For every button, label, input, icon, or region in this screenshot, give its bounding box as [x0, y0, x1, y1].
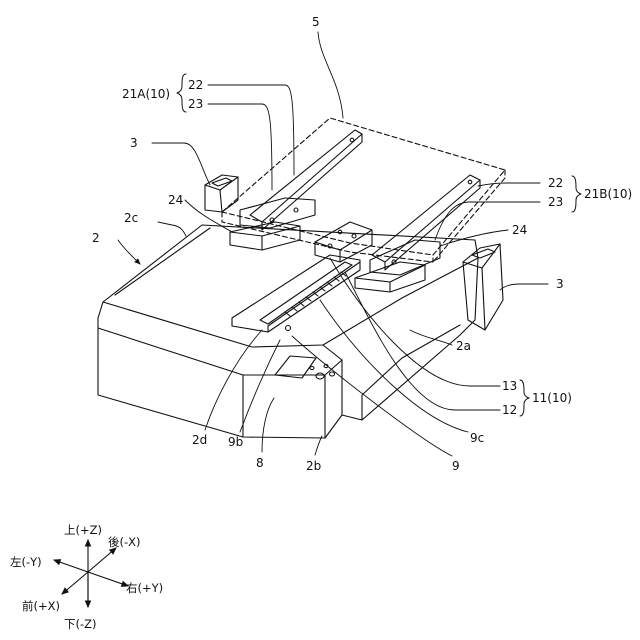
right-column-3 — [463, 244, 503, 330]
right-column-slot — [472, 249, 495, 258]
axis-label-down: 下(-Z) — [64, 617, 97, 631]
leader-9b — [240, 340, 280, 432]
label-9: 9 — [452, 459, 460, 473]
bolt — [350, 138, 354, 142]
axis-label-up: 上(+Z) — [64, 523, 102, 537]
label-9c: 9c — [470, 431, 484, 445]
axis-label-left: 左(-Y) — [10, 555, 42, 569]
label-2a: 2a — [456, 339, 471, 353]
panel-button — [330, 372, 335, 376]
right-column-edge — [482, 268, 485, 330]
panel-button — [316, 373, 324, 379]
axis-labels: 上(+Z) 後(-X) 左(-Y) 右(+Y) 前(+X) 下(-Z) — [10, 523, 163, 631]
leader-2d — [205, 330, 262, 430]
label-5: 5 — [312, 15, 320, 29]
rail-22-right-side — [385, 180, 480, 270]
rail-end-knob — [286, 326, 291, 331]
left-column-3 — [205, 175, 238, 212]
label-11: 11(10) — [532, 391, 572, 405]
leader-3a — [152, 143, 210, 185]
label-22-right: 22 — [548, 176, 563, 190]
axis-label-right: 右(+Y) — [126, 581, 163, 595]
label-23-top: 23 — [188, 97, 203, 111]
bolt — [294, 208, 298, 212]
axis-right — [88, 572, 128, 586]
leader-2b — [315, 436, 322, 455]
axis-front — [62, 572, 88, 594]
panel-button — [310, 366, 314, 369]
leader-5 — [318, 32, 343, 118]
top-plate-edge — [115, 228, 210, 295]
label-9b: 9b — [228, 435, 243, 449]
label-3-right: 3 — [556, 277, 564, 291]
front-face-2b — [98, 328, 342, 438]
clamp-21B — [355, 175, 480, 292]
label-2: 2 — [92, 231, 100, 245]
bracket-11 — [520, 380, 529, 416]
left-column-top — [205, 177, 238, 190]
base-left-edge — [98, 302, 103, 328]
leader-8 — [262, 398, 274, 452]
workpiece-outline — [222, 118, 505, 255]
right-face-inner — [362, 325, 460, 420]
label-2d: 2d — [192, 433, 207, 447]
base-housing — [98, 225, 478, 438]
label-13: 13 — [502, 379, 517, 393]
label-8: 8 — [256, 456, 264, 470]
rail-plate — [232, 255, 360, 332]
leader-22a — [208, 85, 294, 175]
leader-3b — [500, 284, 548, 290]
label-2b: 2b — [306, 459, 321, 473]
label-24-right: 24 — [512, 223, 527, 237]
label-23-right: 23 — [548, 195, 563, 209]
bolt — [338, 230, 342, 234]
rail-front-edge — [268, 262, 360, 332]
slide-rail-9 — [232, 255, 360, 332]
axis-label-front: 前(+X) — [22, 599, 60, 613]
block-23-left — [240, 198, 315, 228]
bracket-21A — [177, 74, 186, 112]
bolt — [352, 234, 356, 238]
leader-22b — [478, 183, 540, 186]
axis-label-back: 後(-X) — [108, 535, 141, 549]
label-12: 12 — [502, 403, 517, 417]
workpiece-5 — [222, 118, 505, 262]
label-22-top: 22 — [188, 78, 203, 92]
label-21B: 21B(10) — [584, 187, 632, 201]
axis-cross — [54, 540, 128, 607]
leader-13 — [330, 258, 500, 386]
base-front-lower-edge — [98, 328, 243, 375]
bracket-21B — [572, 176, 581, 212]
leader-2c — [158, 222, 186, 236]
axis-back — [88, 548, 116, 572]
leader-2a — [410, 330, 452, 345]
leader-24b — [440, 230, 508, 246]
leader-lines — [118, 32, 548, 456]
left-column-edge — [220, 190, 222, 212]
bolt — [468, 180, 472, 184]
axis-left — [54, 560, 88, 572]
label-3-left: 3 — [130, 136, 138, 150]
center-unit-11 — [315, 222, 372, 262]
leader-2 — [118, 240, 140, 264]
center-block-13 — [315, 222, 372, 262]
label-2c: 2c — [124, 211, 138, 225]
label-21A: 21A(10) — [122, 87, 170, 101]
label-24-left: 24 — [168, 193, 183, 207]
leader-24a — [185, 200, 232, 232]
rail-22-left — [250, 130, 362, 222]
